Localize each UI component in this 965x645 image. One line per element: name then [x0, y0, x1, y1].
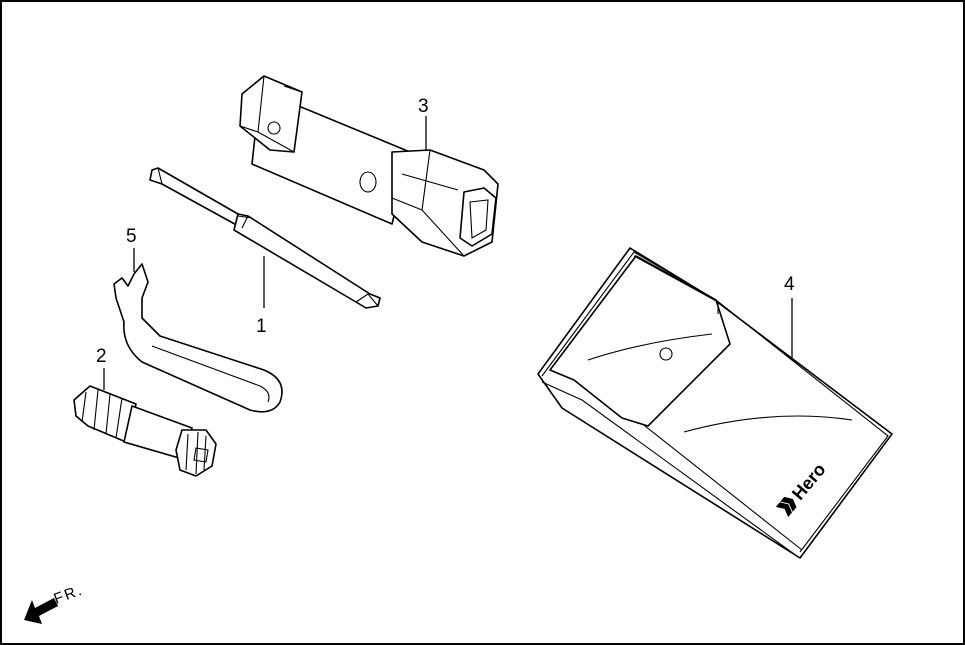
part-2-grip: [73, 385, 217, 477]
part-1-screwdriver: [149, 167, 381, 309]
callout-2: 2: [96, 346, 107, 367]
part-5-spanner: [113, 263, 283, 413]
direction-label: FR.: [52, 581, 86, 607]
callout-4: 4: [784, 274, 795, 295]
callout-3: 3: [418, 96, 429, 117]
arrow-down-left-icon: [24, 598, 58, 624]
callout-5: 5: [126, 226, 137, 247]
front-direction-indicator: FR.: [24, 581, 86, 624]
callout-1: 1: [256, 316, 267, 337]
part-3-box-wrench: [239, 75, 499, 257]
part-4-tool-pouch: Hero: [537, 247, 893, 559]
